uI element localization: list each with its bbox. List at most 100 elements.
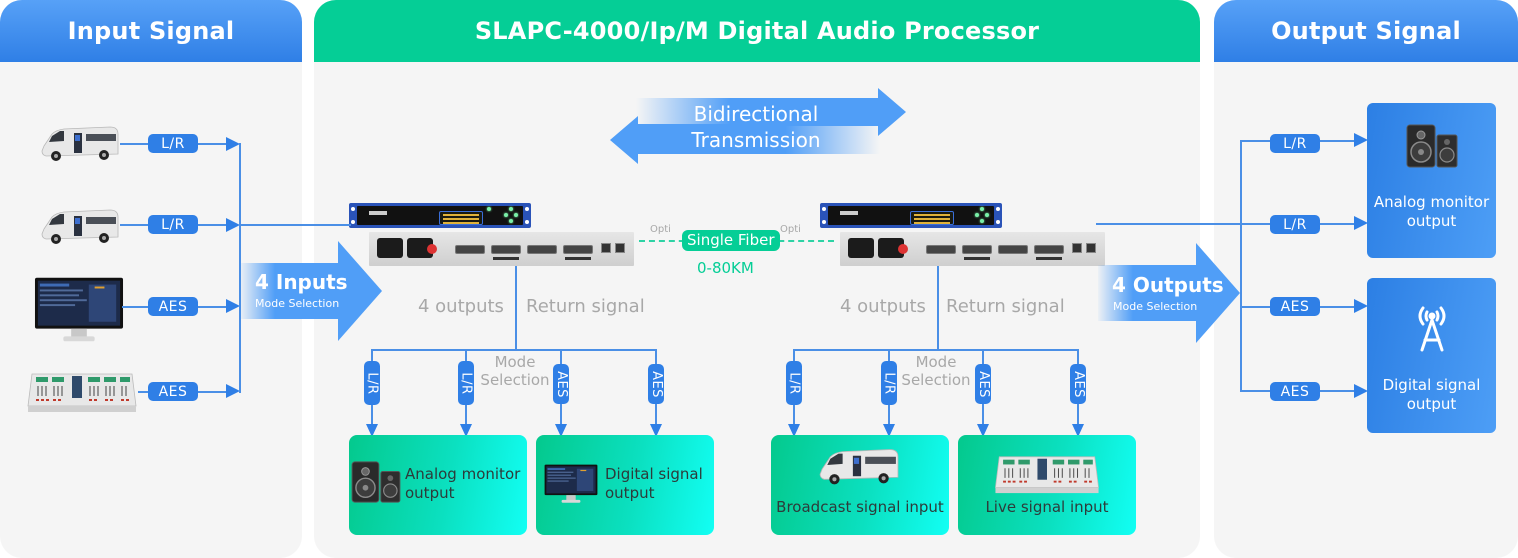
- branch-label: AES: [1070, 370, 1086, 398]
- card-label-line2: output: [1406, 395, 1457, 413]
- signal-label: L/R: [161, 216, 185, 233]
- card-label-line2: output: [405, 484, 455, 502]
- branch-pill-lr: L/R: [881, 361, 897, 405]
- signal-label: L/R: [1283, 135, 1307, 152]
- rack-rear-panel: [369, 232, 634, 266]
- single-fiber-badge: Single Fiber: [682, 230, 780, 251]
- input-signal-header: Input Signal: [0, 0, 302, 62]
- card-label: Analog monitor output: [1367, 193, 1496, 231]
- branch-label: AES: [553, 370, 569, 398]
- port-label-right: Opti: [780, 224, 801, 235]
- input-feed-line: [239, 224, 351, 226]
- signal-pill-lr: L/R: [148, 134, 198, 153]
- inputs-arrow-title: 4 Inputs: [255, 270, 348, 294]
- outputs-arrow-title: 4 Outputs: [1112, 273, 1224, 297]
- card-label: Broadcast signal input: [776, 498, 944, 516]
- branch-pill-lr: L/R: [786, 361, 802, 405]
- rack-front-panel: [820, 203, 1002, 228]
- mode-selection-label: Mode Selection: [893, 353, 979, 389]
- output-signal-panel: Output Signal L/R L/R AES AES Analog mon…: [1214, 0, 1518, 558]
- signal-pill-lr: L/R: [148, 215, 198, 234]
- single-fiber-label: Single Fiber: [687, 231, 775, 249]
- fiber-distance: 0-80KM: [697, 259, 754, 277]
- card-label: Digital signal output: [605, 465, 703, 503]
- arrow-down-icon: [366, 424, 378, 437]
- live-signal-input-card: Live signal input: [958, 435, 1136, 535]
- signal-pill-aes: AES: [148, 382, 198, 401]
- arrow-down-icon: [788, 424, 800, 437]
- outputs-label: 4 outputs: [840, 296, 926, 317]
- return-signal-label: Return signal: [946, 296, 1065, 317]
- arrow-right-icon: [1354, 133, 1368, 147]
- speaker-icon: [1405, 123, 1459, 169]
- signal-pill-lr: L/R: [1270, 215, 1320, 234]
- outputs-arrow-subtitle: Mode Selection: [1113, 300, 1198, 313]
- mode-label-line2: Selection: [480, 371, 550, 389]
- branch-label: AES: [975, 370, 991, 398]
- processor-title: SLAPC-4000/Ip/M Digital Audio Processor: [474, 17, 1040, 45]
- branch-pill-lr: L/R: [458, 361, 474, 405]
- card-label-line2: output: [1406, 212, 1457, 230]
- branch-label: AES: [648, 370, 664, 398]
- branch-pill-lr: L/R: [364, 361, 380, 405]
- card-label-line1: Digital signal: [605, 465, 703, 483]
- mode-label-line1: Mode: [915, 353, 957, 371]
- branch-label: L/R: [364, 371, 380, 395]
- processor-header: SLAPC-4000/Ip/M Digital Audio Processor: [314, 0, 1200, 62]
- mode-label-line2: Selection: [901, 371, 971, 389]
- signal-label: AES: [1280, 383, 1310, 400]
- antenna-icon: [1418, 306, 1446, 352]
- van-icon: [38, 124, 120, 164]
- card-label-line1: Analog monitor: [1373, 193, 1490, 211]
- speaker-icon: [350, 460, 402, 504]
- rack-rear-panel: [840, 232, 1105, 266]
- inputs-mode-arrow: 4 Inputs Mode Selection: [240, 241, 382, 341]
- analog-monitor-output-card: Analog monitor output: [349, 435, 527, 535]
- mode-selection-label: Mode Selection: [472, 353, 558, 389]
- rack-front-panel: [349, 203, 531, 228]
- arrow-down-icon: [555, 424, 567, 437]
- output-signal-title: Output Signal: [1271, 17, 1461, 45]
- arrow-right-icon: [226, 384, 240, 398]
- port-label-left: Opti: [650, 224, 671, 235]
- signal-pill-aes: AES: [1270, 382, 1320, 401]
- arrow-right-icon: [1354, 384, 1368, 398]
- signal-label: L/R: [161, 135, 185, 152]
- inputs-arrow-subtitle: Mode Selection: [255, 297, 340, 310]
- signal-pill-aes: AES: [148, 297, 198, 316]
- output-feed-line: [1096, 223, 1216, 225]
- signal-pill-aes: AES: [1270, 297, 1320, 316]
- outputs-mode-arrow: 4 Outputs Mode Selection: [1098, 243, 1240, 343]
- arrow-right-icon: [226, 299, 240, 313]
- mode-label-line1: Mode: [494, 353, 536, 371]
- card-label: Live signal input: [985, 498, 1109, 516]
- arrow-down-icon: [650, 424, 662, 437]
- arrow-down-icon: [1072, 424, 1084, 437]
- bidirectional-line2: Transmission: [691, 128, 821, 152]
- signal-pill-lr: L/R: [1270, 134, 1320, 153]
- signal-label: AES: [158, 298, 188, 315]
- bidirectional-label: Bidirectional Transmission: [676, 101, 836, 153]
- arrow-right-icon: [1354, 216, 1368, 230]
- output-distribution-line: [1240, 140, 1242, 391]
- output-signal-header: Output Signal: [1214, 0, 1518, 62]
- bidirectional-arrow-icon: [610, 88, 906, 164]
- arrow-right-icon: [226, 137, 240, 151]
- van-icon: [38, 207, 120, 247]
- monitor-icon: [34, 276, 124, 344]
- digital-signal-output-card: Digital signal output: [1367, 278, 1496, 433]
- signal-label: L/R: [1283, 216, 1307, 233]
- branch-pill-aes: AES: [1070, 364, 1086, 404]
- mixing-console-icon: [990, 453, 1104, 495]
- card-label-line2: output: [605, 484, 655, 502]
- broadcast-signal-input-card: Broadcast signal input: [771, 435, 949, 535]
- branch-pill-aes: AES: [648, 364, 664, 404]
- processor-panel: SLAPC-4000/Ip/M Digital Audio Processor …: [314, 0, 1200, 558]
- arrow-right-icon: [1354, 299, 1368, 313]
- processor-unit-left: [349, 203, 639, 268]
- branch-label: L/R: [881, 371, 897, 395]
- card-label-line1: Digital signal: [1382, 376, 1481, 394]
- branch-label: L/R: [786, 371, 802, 395]
- arrow-right-icon: [226, 218, 240, 232]
- arrow-down-icon: [977, 424, 989, 437]
